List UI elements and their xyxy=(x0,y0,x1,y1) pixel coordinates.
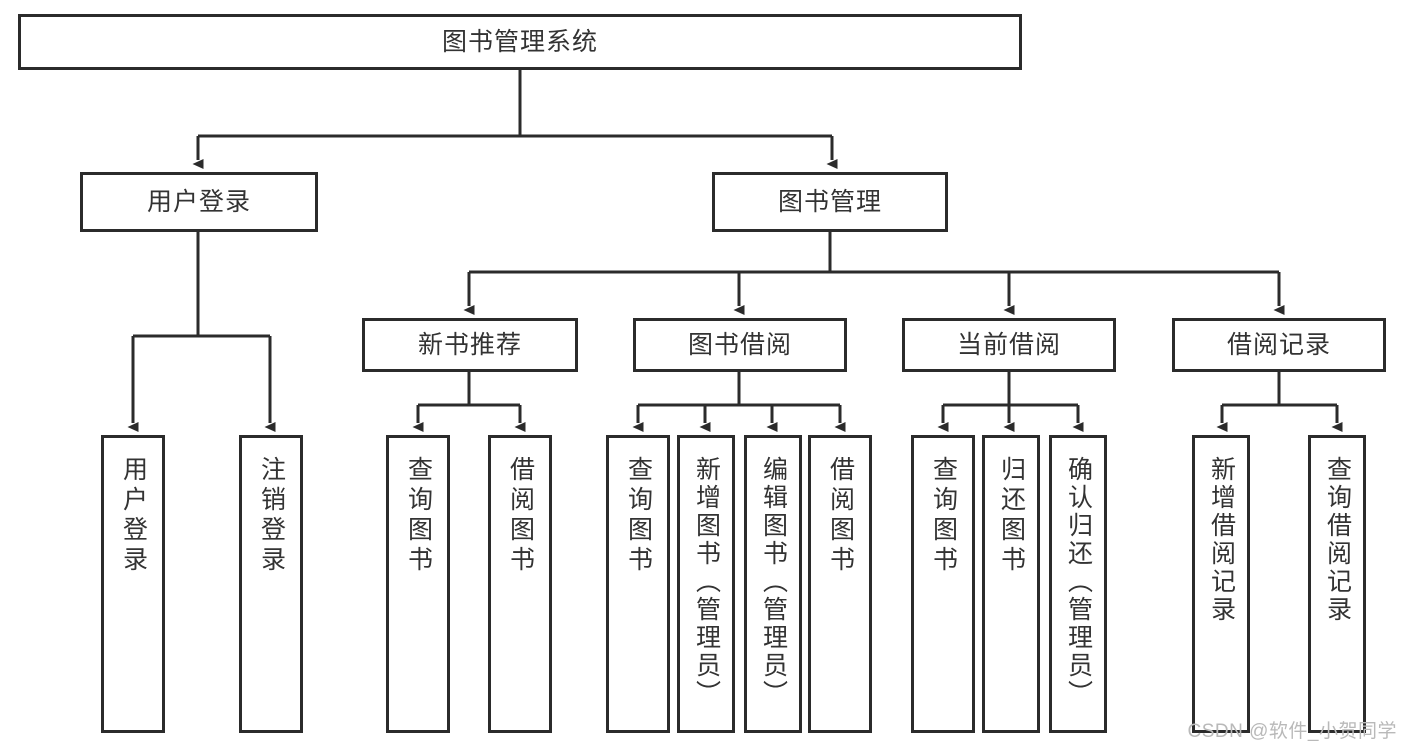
node-current-borrow[interactable]: 当前借阅 xyxy=(902,318,1116,372)
leaf-user-login[interactable]: 用户登录 xyxy=(101,435,165,733)
node-label: 新增图书（管理员） xyxy=(692,456,721,708)
leaf-query-book-current[interactable]: 查询图书 xyxy=(911,435,975,733)
node-label: 图书管理系统 xyxy=(441,27,598,56)
node-label: 新书推荐 xyxy=(417,330,522,359)
node-label: 归还图书 xyxy=(997,456,1026,576)
leaf-query-borrow-record[interactable]: 查询借阅记录 xyxy=(1308,435,1366,733)
leaf-borrow-book[interactable]: 借阅图书 xyxy=(808,435,872,733)
node-user-login[interactable]: 用户登录 xyxy=(80,172,318,232)
leaf-return-book[interactable]: 归还图书 xyxy=(982,435,1040,733)
node-label: 编辑图书（管理员） xyxy=(759,456,788,708)
leaf-query-book-borrow[interactable]: 查询图书 xyxy=(606,435,670,733)
node-borrow-record[interactable]: 借阅记录 xyxy=(1172,318,1386,372)
node-root-system[interactable]: 图书管理系统 xyxy=(18,14,1022,70)
node-label: 查询图书 xyxy=(624,456,653,576)
leaf-add-book-admin[interactable]: 新增图书（管理员） xyxy=(677,435,735,733)
node-label: 用户登录 xyxy=(146,187,251,216)
node-label: 确认归还（管理员） xyxy=(1064,456,1093,708)
node-label: 注销登录 xyxy=(257,456,286,576)
leaf-borrow-book-recommend[interactable]: 借阅图书 xyxy=(488,435,552,733)
node-label: 查询图书 xyxy=(929,456,958,576)
node-book-borrow[interactable]: 图书借阅 xyxy=(633,318,847,372)
leaf-edit-book-admin[interactable]: 编辑图书（管理员） xyxy=(744,435,802,733)
node-label: 查询图书 xyxy=(404,456,433,576)
node-label: 借阅图书 xyxy=(506,456,535,576)
leaf-query-book-recommend[interactable]: 查询图书 xyxy=(386,435,450,733)
node-label: 借阅图书 xyxy=(826,456,855,576)
node-label: 当前借阅 xyxy=(956,330,1061,359)
watermark-text: CSDN @软件_小贺同学 xyxy=(1187,721,1397,742)
node-label: 新增借阅记录 xyxy=(1207,456,1236,624)
leaf-add-borrow-record[interactable]: 新增借阅记录 xyxy=(1192,435,1250,733)
node-label: 用户登录 xyxy=(119,456,148,576)
leaf-confirm-return-admin[interactable]: 确认归还（管理员） xyxy=(1049,435,1107,733)
node-book-management[interactable]: 图书管理 xyxy=(712,172,948,232)
node-label: 借阅记录 xyxy=(1226,330,1331,359)
node-new-book-recommend[interactable]: 新书推荐 xyxy=(362,318,578,372)
node-label: 图书管理 xyxy=(777,187,882,216)
leaf-logout-login[interactable]: 注销登录 xyxy=(239,435,303,733)
node-label: 查询借阅记录 xyxy=(1323,456,1352,624)
node-label: 图书借阅 xyxy=(687,330,792,359)
